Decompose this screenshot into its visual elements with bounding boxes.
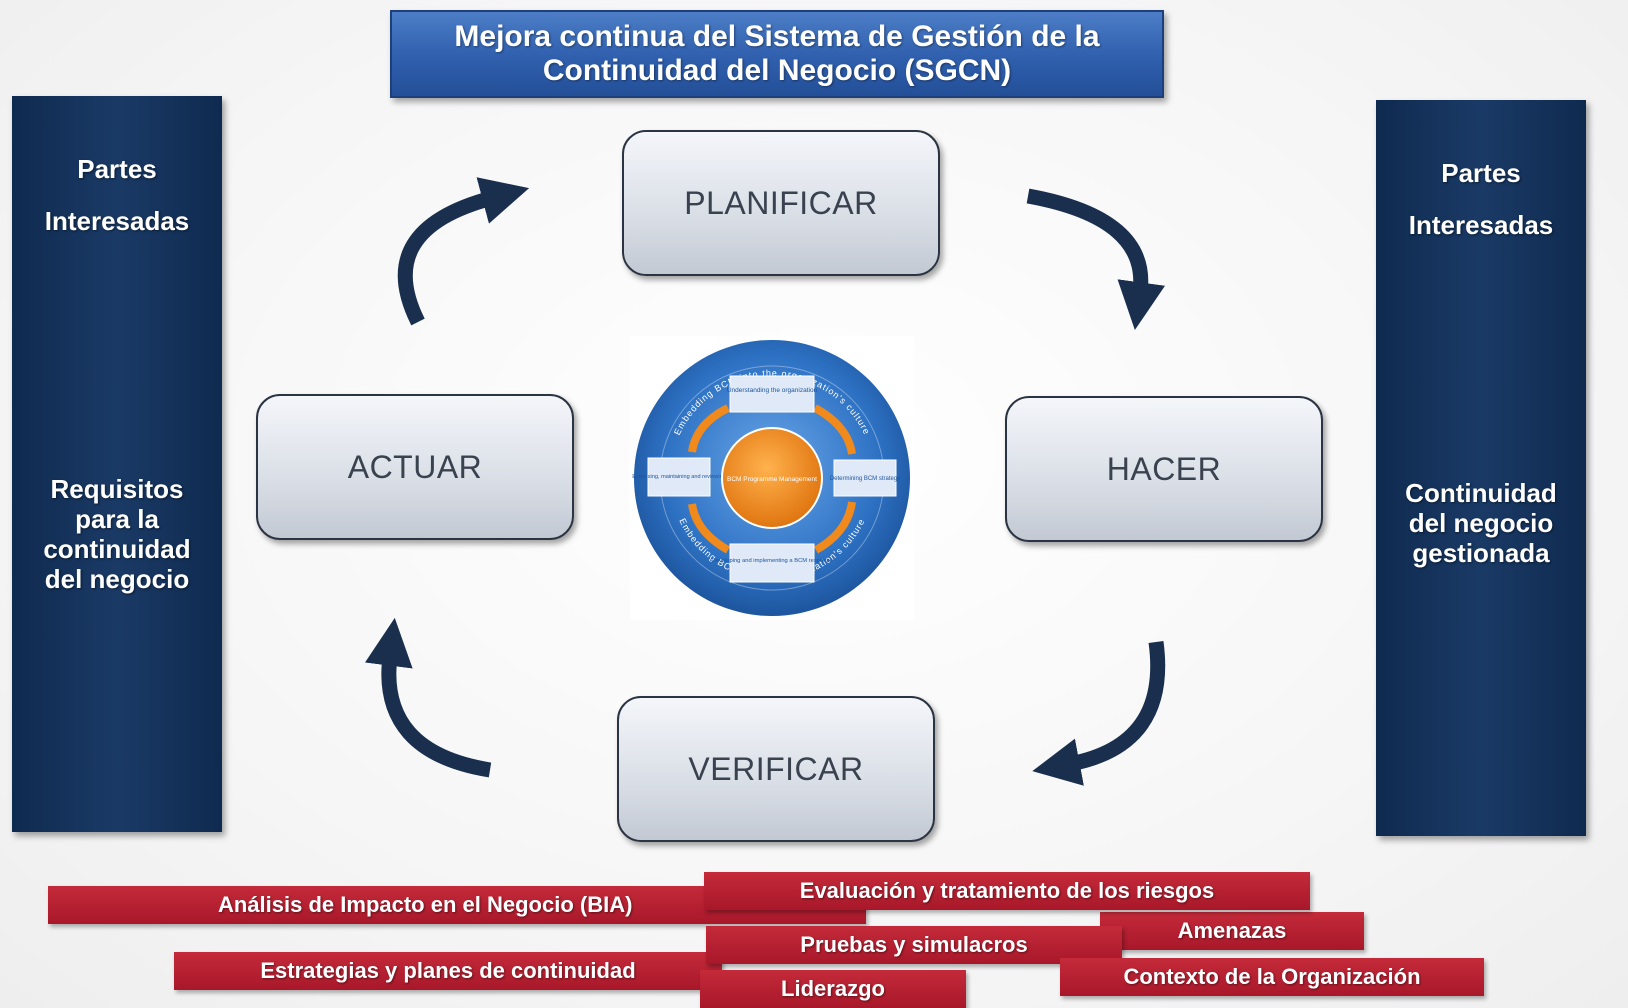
phase-act-box: ACTUAR xyxy=(256,394,574,540)
right-body-line: gestionada xyxy=(1412,538,1550,568)
arrow-plan-to-do-icon xyxy=(1026,188,1166,331)
left-stakeholders-column: Partes Interesadas Requisitos para la co… xyxy=(12,96,222,832)
left-body-line: del negocio xyxy=(44,564,190,594)
right-body-line: del negocio xyxy=(1408,508,1554,538)
arrow-act-to-plan-icon xyxy=(397,177,530,326)
arrow-check-to-act-icon xyxy=(364,617,492,778)
arrow-do-to-check-icon xyxy=(1032,640,1166,786)
title-line-2: Continuidad del Negocio (SGCN) xyxy=(542,54,1012,87)
core-circle xyxy=(721,427,823,529)
stage-bottom: Developing and implementing a BCM respon… xyxy=(711,558,832,564)
phase-plan-box: PLANIFICAR xyxy=(622,130,940,276)
stage-left: Exercising, maintaining and reviewing xyxy=(632,474,726,480)
tag-strategies: Estrategias y planes de continuidad xyxy=(174,952,722,990)
bcm-lifecycle-image: Embedding BCM into the organization's cu… xyxy=(630,336,914,620)
left-heading-1: Partes xyxy=(77,154,157,184)
stage-right: Determining BCM strategy xyxy=(830,476,900,482)
right-stakeholders-column: Partes Interesadas Continuidad del negoc… xyxy=(1376,100,1586,836)
right-heading-2: Interesadas xyxy=(1408,210,1554,240)
left-heading-2: Interesadas xyxy=(44,206,190,236)
core-label: BCM Programme Management xyxy=(727,476,817,483)
diagram-title: Mejora continua del Sistema de Gestión d… xyxy=(390,10,1164,98)
phase-do-box: HACER xyxy=(1005,396,1323,542)
title-line-1: Mejora continua del Sistema de Gestión d… xyxy=(454,20,1100,53)
tag-threats: Amenazas xyxy=(1100,912,1364,950)
right-body-line: Continuidad xyxy=(1405,478,1557,508)
left-body-line: para la xyxy=(75,504,159,534)
left-body-line: continuidad xyxy=(43,534,191,564)
right-heading-1: Partes xyxy=(1441,158,1521,188)
phase-check-box: VERIFICAR xyxy=(617,696,935,842)
tag-tests: Pruebas y simulacros xyxy=(706,926,1122,964)
tag-context: Contexto de la Organización xyxy=(1060,958,1484,996)
tag-leadership: Liderazgo xyxy=(700,970,966,1008)
tag-bia: Análisis de Impacto en el Negocio (BIA) xyxy=(48,886,866,924)
left-body-line: Requisitos xyxy=(50,474,184,504)
stage-top: Understanding the organization xyxy=(727,387,818,394)
tag-risk: Evaluación y tratamiento de los riesgos xyxy=(704,872,1310,910)
